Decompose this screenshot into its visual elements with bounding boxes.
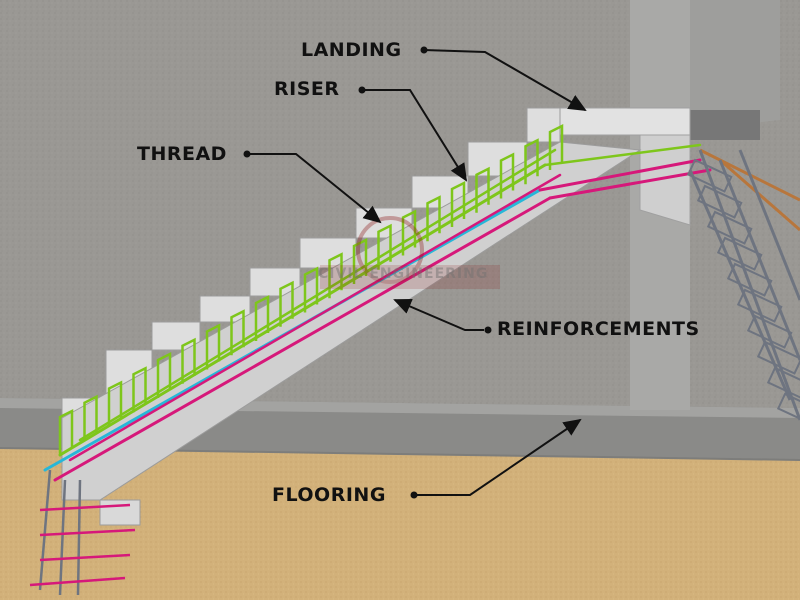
leader-lines [247,49,587,496]
bullet-dots [243,46,492,499]
beam-tie [756,340,800,375]
stirrup [254,294,270,341]
stirrup [230,309,245,356]
stirrup [83,394,98,441]
landing-support [639,134,691,226]
beam-tie [736,288,783,323]
rebar-stirrups [58,123,564,455]
stirrup [132,366,147,413]
stirrup [303,266,319,313]
stair-foot-block [99,499,141,526]
watermark-logo-icon [320,216,500,289]
beam-tie [686,158,733,193]
label-thread: THREAD [137,143,227,165]
stirrup [475,166,490,213]
beam-tie [726,262,773,297]
beam-tie [716,236,763,271]
bullet-dot-icon [410,491,418,499]
stirrup [548,123,564,170]
flooring-area [0,448,800,600]
bullet-dot-icon [243,150,251,158]
pillar-side [690,0,780,130]
label-flooring: FLOORING [272,484,386,506]
beam-tie [746,314,793,349]
arrow-riser [362,89,468,182]
arrow-thread [247,153,382,224]
stirrup [377,223,392,270]
stirrup [205,323,221,370]
label-reinforcements: REINFORCEMENTS [497,318,700,340]
stirrup [279,280,294,327]
arrow-reinforcements [393,298,484,331]
stirrup [156,351,172,398]
beam-tie [776,392,800,427]
stirrup [58,408,74,455]
stirrup [499,152,515,199]
stirrup [181,337,196,384]
stirrup [328,252,343,299]
starter-bars [29,469,136,596]
beam-tie [696,184,743,219]
label-landing: LANDING [301,39,402,61]
label-riser: RISER [274,78,340,100]
stirrup [524,138,539,185]
bullet-dot-icon [420,46,428,54]
stirrup [352,237,368,284]
pillar-cap [690,110,760,140]
bullet-dot-icon [358,86,366,94]
beam-tie [706,210,753,245]
stirrup [450,180,466,227]
stirrup [107,380,123,427]
stirrup [426,195,441,242]
arrow-landing [423,49,587,112]
arrow-flooring [414,418,582,496]
beam-ties [686,158,800,427]
bullet-dot-icon [484,326,492,334]
stirrup [401,209,417,256]
beam-tie [766,366,800,401]
watermark-text: CIVIL ENGINEERING [318,266,489,282]
